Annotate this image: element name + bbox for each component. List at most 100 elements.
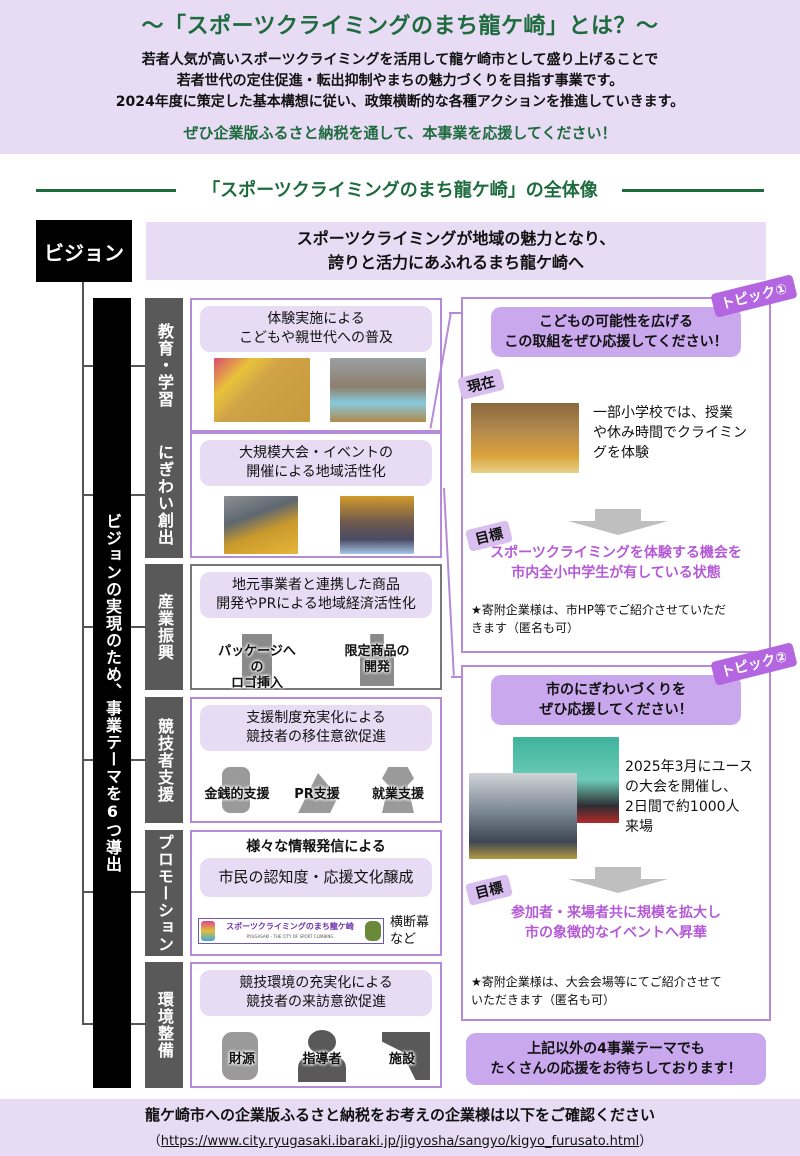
theme-tab-promotion: プロモーション	[145, 830, 183, 956]
theme-tab-vitality: にぎわい創出	[145, 432, 183, 558]
icon-caption: ロゴ挿入	[230, 676, 283, 691]
section-title: 「スポーツクライミングのまち龍ケ崎」の全体像	[190, 180, 610, 201]
donor-note: ★寄附企業様は、大会会場等にてご紹介させて いただきます（匿名も可）	[471, 973, 761, 1009]
intro-line: 若者世代の定住促進・転出抑制やまちの魅力づくりを目指す事業です。	[176, 73, 624, 89]
vision-line: 誇りと活力にあふれるまち龍ケ崎へ	[327, 253, 584, 272]
theme-box-vitality: 大規模大会・イベントの 開催による地域活性化	[190, 432, 442, 558]
event-crowd-photo	[469, 773, 577, 859]
theme-head-line: 地元事業者と連携した商品	[232, 577, 400, 593]
cta-line: 上記以外の4事業テーマでも	[527, 1041, 705, 1057]
goal-text: 参加者・来場者共に規模を拡大し 市の象徴的なイベントへ昇華	[463, 903, 769, 943]
topic-head-line: こどもの可能性を広げる	[539, 314, 693, 330]
theme-head-line: 開催による地域活性化	[246, 464, 386, 480]
school-climbing-photo	[471, 403, 579, 473]
theme-head-line: 大規模大会・イベントの	[239, 445, 393, 461]
competition-climber-photo	[224, 496, 298, 554]
theme-head-line: こどもや親世代への普及	[239, 330, 393, 346]
connector-line	[451, 676, 461, 678]
branch-line	[82, 365, 93, 367]
branch-line	[131, 365, 145, 367]
current-description: 2025年3月にユース の大会を開催し、 2日間で約1000人 来場	[625, 757, 753, 837]
note-line: ★寄附企業様は、市HP等でご紹介させていただ	[471, 603, 727, 617]
theme-head: 競技環境の充実化による 競技者の来訪意欲促進	[200, 970, 432, 1016]
branch-line	[131, 759, 145, 761]
theme-tab-athlete-support: 競技者支援	[145, 697, 183, 823]
intro-line: 若者人気が高いスポーツクライミングを活用して龍ケ崎市として盛り上げることで	[141, 52, 659, 68]
mascot-icon	[365, 921, 381, 941]
arrow-down-icon	[568, 879, 668, 893]
note-line: いただきます（匿名も可）	[471, 993, 616, 1007]
icon-caption: パッケージへの	[218, 644, 296, 675]
branch-line	[82, 1023, 93, 1025]
topic-head-line: この取組をぜひ応援してください！	[504, 334, 728, 350]
goal-label: 目標	[464, 874, 514, 906]
branch-line	[131, 1023, 145, 1025]
topic-head-line: ぜひ応援してください！	[539, 702, 693, 718]
theme-tab-environment: 環境整備	[145, 962, 183, 1088]
connector-line	[449, 312, 461, 314]
icon-caption: 金銭的支援	[204, 787, 270, 802]
desc-line: 一部小学校では、授業	[593, 405, 733, 421]
theme-tab-education: 教育・学習	[145, 298, 183, 432]
theme-box-education: 体験実施による こどもや親世代への普及	[190, 298, 442, 432]
goal-line: 参加者・来場者共に規模を拡大し	[511, 905, 721, 921]
branch-line	[82, 626, 93, 628]
theme-head: 地元事業者と連携した商品 開発やPRによる地域経済活性化	[200, 572, 432, 618]
megaphone-icon: PR支援	[282, 765, 352, 817]
icon-caption: 施設	[388, 1052, 415, 1067]
vision-line: スポーツクライミングが地域の魅力となり、	[296, 229, 616, 248]
themes-derivation-bar: ビジョンの実現のため、事業テーマを6つ導出	[93, 298, 131, 1088]
branch-line	[82, 494, 93, 496]
divider	[36, 189, 176, 192]
intro-body: 若者人気が高いスポーツクライミングを活用して龍ケ崎市として盛り上げることで 若者…	[0, 50, 800, 113]
footer-message: 龍ケ崎市への企業版ふるさと納税をお考えの企業様は以下をご確認ください	[144, 1106, 655, 1124]
donor-note: ★寄附企業様は、市HP等でご紹介させていただ きます（匿名も可）	[471, 601, 761, 637]
bag-icon: 限定商品の 開発	[332, 634, 422, 686]
theme-box-athlete-support: 支援制度充実化による 競技者の移住意欲促進 金銭的支援 PR支援 就業支援	[190, 697, 442, 823]
theme-head-line: 市民の認知度・応援文化醸成	[218, 868, 414, 886]
desc-line: や休み時間でクライミン	[593, 425, 747, 441]
theme-head-line: 競技者の移住意欲促進	[246, 729, 386, 745]
intro-line: 2024年度に策定した基本構想に従い、政策横断的な各種アクションを推進していきま…	[115, 94, 685, 110]
note-line: ★寄附企業様は、大会会場等にてご紹介させて	[471, 975, 722, 989]
goal-text: スポーツクライミングを体験する機会を 市内全小中学生が有している状態	[463, 543, 769, 583]
topic-head: こどもの可能性を広げる この取組をぜひ応援してください！	[491, 307, 741, 357]
divider	[622, 189, 764, 192]
cta-line: たくさんの応援をお待ちしております！	[490, 1061, 742, 1077]
desc-line: 来場	[625, 819, 653, 835]
current-description: 一部小学校では、授業 や休み時間でクライミン グを体験	[593, 403, 747, 463]
icon-caption: 開発	[363, 660, 390, 675]
coins-icon: 金銭的支援	[198, 765, 276, 817]
banner-text: スポーツクライミングのまち龍ケ崎	[226, 922, 354, 931]
theme-box-environment: 競技環境の充実化による 競技者の来訪意欲促進 財源 指導者 施設	[190, 962, 442, 1088]
arrow-down-icon	[568, 521, 668, 535]
gym-climbing-photo	[330, 358, 426, 422]
climbing-wall-photo	[214, 358, 310, 422]
desc-line: の大会を開催し、	[625, 779, 737, 795]
paren: （	[147, 1134, 161, 1149]
other-themes-cta: 上記以外の4事業テーマでも たくさんの応援をお待ちしております！	[466, 1033, 766, 1085]
branch-line	[131, 891, 145, 893]
current-label: 現在	[456, 368, 506, 400]
furusato-link[interactable]: https://www.city.ryugasaki.ibaraki.jp/ji…	[160, 1134, 640, 1149]
icon-caption: PR支援	[294, 787, 340, 802]
desc-line: グを体験	[593, 445, 649, 461]
connector-line	[443, 487, 455, 676]
caption-line: など	[390, 932, 417, 947]
footer-url-row: （https://www.city.ryugasaki.ibaraki.jp/j…	[0, 1130, 800, 1149]
theme-head-line: 競技環境の充実化による	[239, 975, 393, 991]
goal-line: 市の象徴的なイベントへ昇華	[525, 925, 707, 941]
theme-head-line: 開発やPRによる地域経済活性化	[216, 596, 416, 612]
topic-head-line: 市のにぎわいづくりを	[546, 682, 686, 698]
caption-line: 横断幕	[390, 915, 430, 930]
banner-caption: 横断幕 など	[390, 914, 429, 948]
package-icon: パッケージへの ロゴ挿入	[212, 634, 302, 691]
intro-cta: ぜひ企業版ふるさと納税を通して、本事業を応援してください！	[183, 124, 617, 142]
person-icon: 指導者	[292, 1030, 352, 1082]
theme-head: 支援制度充実化による 競技者の移住意欲促進	[200, 705, 432, 751]
banner-subtext: RYUGASAKI - THE CITY OF SPORT CLIMBING	[246, 934, 334, 939]
vision-label: ビジョン	[36, 220, 132, 282]
goal-line: スポーツクライミングを体験する機会を	[490, 545, 742, 561]
branch-line	[131, 626, 145, 628]
theme-head-line: 競技者の来訪意欲促進	[246, 994, 386, 1010]
